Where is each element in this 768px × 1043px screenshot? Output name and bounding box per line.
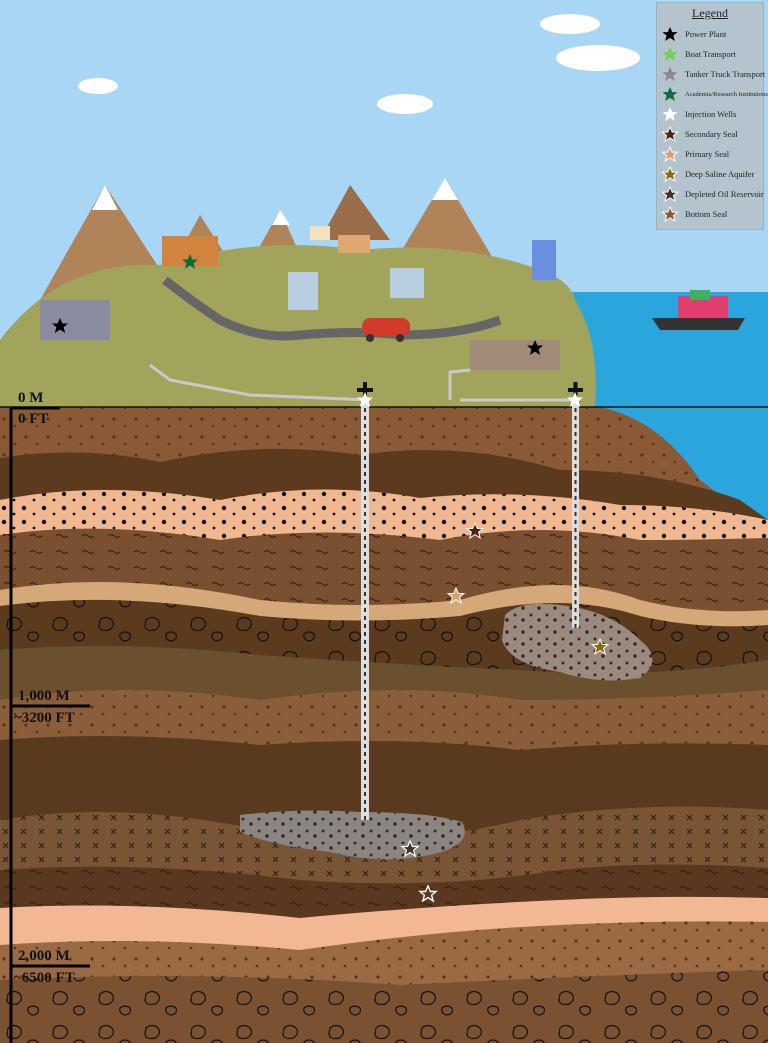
legend-label: Bottom Seal xyxy=(685,209,728,219)
legend-item: Depleted Oil Reservoir xyxy=(661,184,764,204)
road xyxy=(162,276,502,341)
legend-item: Academia/Research Institutions xyxy=(661,84,768,104)
star-icon xyxy=(662,26,678,42)
cargo-ship xyxy=(652,290,745,330)
power-plant-left xyxy=(40,300,110,340)
star-icon xyxy=(662,66,678,82)
legend-label: Injection Wells xyxy=(685,109,737,119)
depth-label-2000m: 2,000 M xyxy=(18,948,70,964)
clouds xyxy=(78,14,640,114)
star-icon xyxy=(661,166,679,182)
legend-label: Tanker Truck Transport xyxy=(685,69,766,79)
legend-item: Injection Wells xyxy=(661,104,759,124)
legend-title: Legend xyxy=(692,6,728,20)
star-icon xyxy=(661,206,679,222)
depth-label-3200ft: ~3200 FT xyxy=(14,710,75,726)
legend-item: Boat Transport xyxy=(661,44,759,64)
star-icon xyxy=(661,146,679,162)
legend-label: Boat Transport xyxy=(685,49,736,59)
star-icon xyxy=(662,86,678,102)
legend-item: Bottom Seal xyxy=(661,204,759,224)
legend-label: Primary Seal xyxy=(685,149,730,159)
strata xyxy=(0,407,768,1043)
star-icon xyxy=(661,126,679,142)
power-plant-right xyxy=(470,340,560,370)
legend-item: Primary Seal xyxy=(661,144,759,164)
legend-label: Deep Saline Aquifer xyxy=(685,169,755,179)
star-icon xyxy=(662,46,678,62)
legend-item: Deep Saline Aquifer xyxy=(661,164,759,184)
land-surface xyxy=(0,245,596,407)
pipelines xyxy=(149,363,575,402)
legend-item: Power Plant xyxy=(661,24,759,44)
legend-label: Secondary Seal xyxy=(685,129,738,139)
depth-label-0ft: 0 FT xyxy=(18,411,48,427)
depth-scale: 0 M 0 FT 1,000 M ~3200 FT 2,000 M ~6500 … xyxy=(9,390,90,1043)
office-building xyxy=(288,272,318,310)
legend-label: Academia/Research Institutions xyxy=(685,90,768,98)
depth-label-1000m: 1,000 M xyxy=(18,688,70,704)
depth-label-0m: 0 M xyxy=(18,390,43,406)
star-icon xyxy=(661,186,679,202)
legend-item: Tanker Truck Transport xyxy=(661,64,765,84)
star-icon xyxy=(662,106,678,122)
legend-item: Secondary Seal xyxy=(661,124,759,144)
legend-label: Power Plant xyxy=(685,29,727,39)
legend-label: Depleted Oil Reservoir xyxy=(685,189,764,199)
depth-label-6500ft: ~6500 FT xyxy=(14,970,75,986)
tanker-truck xyxy=(362,318,410,342)
